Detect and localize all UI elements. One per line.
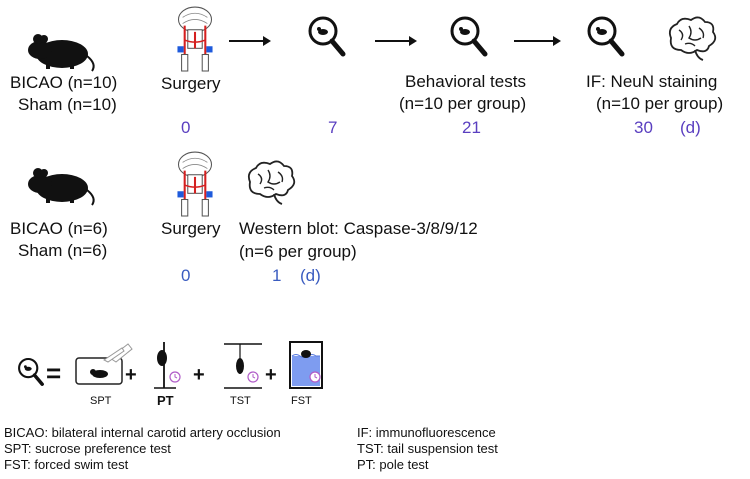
behavior-test-icon xyxy=(307,16,347,60)
day-30: 30 xyxy=(634,118,653,137)
legend-pt: PT: pole test xyxy=(357,457,429,472)
group-bicao: BICAO (n=10) xyxy=(10,73,118,92)
day-21: 21 xyxy=(462,118,481,137)
surgery-brainstem-icon xyxy=(176,151,214,218)
behavior-test-icon xyxy=(449,16,489,60)
legend-spt: SPT: sucrose preference test xyxy=(4,441,171,456)
legend-tst: TST: tail suspension test xyxy=(357,441,498,456)
legend-fst: FST: forced swim test xyxy=(4,457,129,472)
equals-sign: = xyxy=(46,358,62,388)
western-blot-n: (n=6 per group) xyxy=(239,242,357,261)
brain-icon xyxy=(668,16,717,61)
group-label-2: BICAO (n=6) Sham (n=6) xyxy=(10,218,108,262)
day-1: 1 xyxy=(272,266,282,285)
brain-icon xyxy=(247,160,296,205)
behavior-test-icon xyxy=(586,16,626,60)
pt-label: PT xyxy=(157,393,174,408)
arrow-icon xyxy=(229,36,271,46)
mouse-icon xyxy=(27,33,95,72)
legend-bicao: BICAO: bilateral internal carotid artery… xyxy=(4,425,281,440)
spt-label: SPT xyxy=(90,395,112,407)
western-blot-label: Western blot: Caspase-3/8/9/12 xyxy=(239,219,478,238)
day-0: 0 xyxy=(181,118,191,137)
surgery-brainstem-icon xyxy=(176,6,214,73)
behavior-n: (n=10 per group) xyxy=(399,94,527,113)
surgery-label: Surgery xyxy=(161,74,221,93)
group-sham: Sham (n=10) xyxy=(18,95,117,114)
if-label: IF: NeuN staining xyxy=(586,72,718,91)
arrow-icon xyxy=(514,36,561,46)
plus-sign: + xyxy=(125,364,137,386)
group-bicao: BICAO (n=6) xyxy=(10,219,108,238)
group-sham: Sham (n=6) xyxy=(18,241,108,260)
behavior-label: Behavioral tests xyxy=(405,72,526,91)
if-n: (n=10 per group) xyxy=(596,94,724,113)
mouse-icon xyxy=(27,167,95,206)
tst-label: TST xyxy=(230,395,251,407)
day-0: 0 xyxy=(181,266,191,285)
plus-sign: + xyxy=(193,364,205,386)
group-label-1: BICAO (n=10) Sham (n=10) xyxy=(10,72,117,116)
day-unit: (d) xyxy=(300,266,321,285)
tst-icon xyxy=(224,343,262,389)
day-7: 7 xyxy=(328,118,338,137)
surgery-label: Surgery xyxy=(161,219,221,238)
plus-sign: + xyxy=(265,364,277,386)
legend-if: IF: immunofluorescence xyxy=(357,425,496,440)
behavior-test-icon xyxy=(17,357,44,386)
fst-label: FST xyxy=(291,395,312,407)
legend-left: BICAO: bilateral internal carotid artery… xyxy=(4,425,281,473)
arrow-icon xyxy=(375,36,417,46)
pt-icon xyxy=(154,342,181,389)
fst-icon xyxy=(289,341,323,389)
spt-icon xyxy=(75,343,133,385)
day-unit: (d) xyxy=(680,118,701,137)
legend-right: IF: immunofluorescence TST: tail suspens… xyxy=(357,425,498,473)
